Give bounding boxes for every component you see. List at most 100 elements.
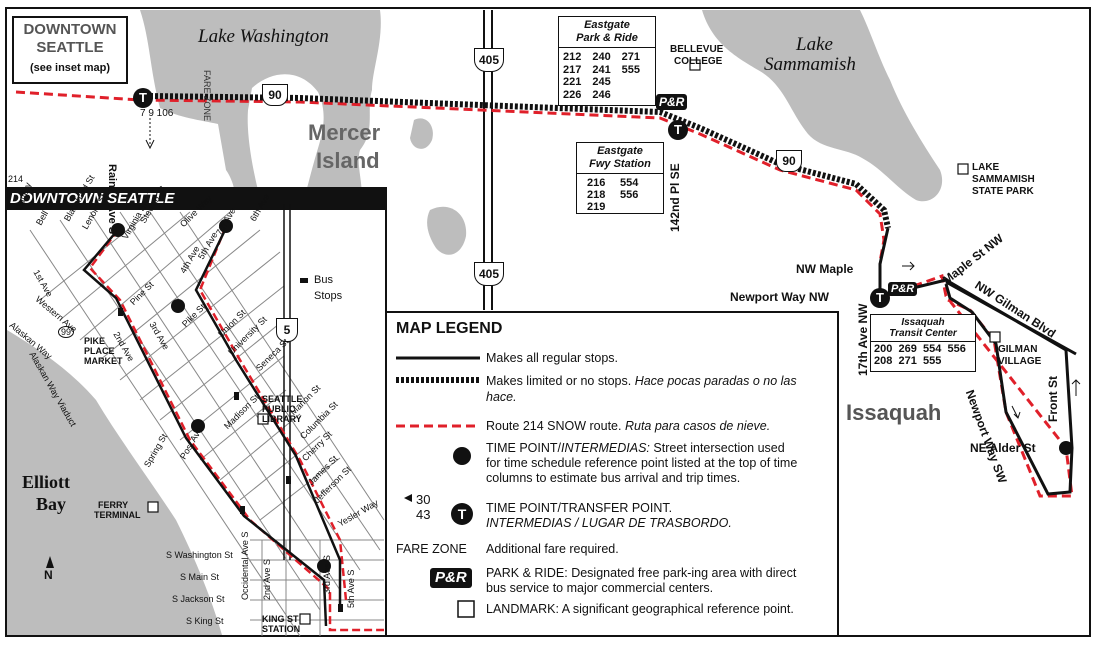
legend-pr-2: bus service to major commercial centers. <box>486 581 714 595</box>
route-number: 240 <box>592 51 611 63</box>
route-number <box>622 89 651 102</box>
transit-icon-eastgate: T <box>668 120 688 140</box>
pr-badge-issaquah: P&R <box>888 282 918 296</box>
legend-tp-label: TIME POINT/ <box>486 441 561 455</box>
legend-landmark: LANDMARK: A significant geographical ref… <box>486 602 794 616</box>
ferry-1: FERRY <box>98 500 129 510</box>
legend-tt-1: TIME POINT/TRANSFER POINT. <box>486 501 673 515</box>
legend-fare-label: FARE ZONE <box>396 542 467 556</box>
inset-street-label: S Washington St <box>166 550 233 560</box>
rainier-transfer-routes: 7 9 106 <box>140 108 174 119</box>
lake-samm-sp-2: SAMMAMISH <box>972 174 1035 185</box>
gilman-village-1: GILMAN <box>998 344 1038 355</box>
pike-place-2: PLACE <box>84 346 115 356</box>
issaquah-label: Issaquah <box>846 400 942 425</box>
limited-stops-route <box>149 93 891 229</box>
route-number: 554 <box>923 343 942 355</box>
route-number: 217 <box>563 63 582 76</box>
lake-sammamish-label-2: Sammamish <box>764 54 856 75</box>
route-number: 219 <box>587 201 606 213</box>
legend-tp-desc: Street intersection used <box>653 441 785 455</box>
legend-tp-1: TIME POINT/INTERMEDIAS: Street intersect… <box>486 441 785 456</box>
lake-samm-sp-1: LAKE <box>972 162 1000 173</box>
legend-snow: Route 214 SNOW route. Ruta para casos de… <box>486 419 770 434</box>
gilman-village-2: VILLAGE <box>998 356 1042 367</box>
timepoint-inset-2 <box>219 219 233 233</box>
kingst-1: KING ST <box>262 614 299 624</box>
mercer-island-label-2: Island <box>316 148 380 173</box>
landmarks <box>147 59 1001 625</box>
lake-samm-sp-3: STATE PARK <box>972 186 1034 197</box>
route-number <box>948 355 973 367</box>
inset-street-label: 5th Ave S <box>346 569 356 608</box>
legend-tp-3: columns to estimate bus arrival and trip… <box>486 471 741 485</box>
route-number: 271 <box>621 51 641 63</box>
route-number: 218 <box>587 189 606 201</box>
fare-zone-vertical: FARE ZONE <box>202 70 212 122</box>
route-number: 554 <box>620 177 639 189</box>
newport-way-nw-label: Newport Way NW <box>730 290 829 304</box>
route-number <box>620 201 653 213</box>
issaquah-tc-title-2: Transit Center <box>889 328 957 339</box>
inset-snow-route <box>88 225 384 632</box>
eastgate-fwy-title-2: Fwy Station <box>589 158 651 170</box>
inset-title-bar <box>6 188 386 210</box>
ne-alder-label: NE Alder St <box>970 441 1036 455</box>
eastgate-fwy-title-1: Eastgate <box>597 145 643 157</box>
legend-pr-1: PARK & RIDE: Designated free park-ing ar… <box>486 566 797 580</box>
route-number: 556 <box>620 189 639 201</box>
eastgate-pr-title-1: Eastgate <box>584 19 630 31</box>
lake-washington-label: Lake Washington <box>198 26 329 47</box>
legend-regular: Makes all regular stops. <box>486 351 619 365</box>
downtown-title-1: DOWNTOWN <box>23 21 117 38</box>
i5-shield: 5 <box>276 318 298 342</box>
route-number: 241 <box>592 63 611 76</box>
legend-snow-es: Ruta para casos de nieve. <box>624 419 771 433</box>
inset-title: DOWNTOWN SEATTLE <box>10 190 175 207</box>
timepoint-inset-1 <box>111 223 125 237</box>
pr-badge-legend: P&R <box>430 568 472 588</box>
i90-shield-west: 90 <box>262 84 288 106</box>
ferry-2: TERMINAL <box>94 510 141 520</box>
issaquah-tc-title-1: Issaquah <box>901 317 945 328</box>
small-lake <box>427 206 467 255</box>
eastgate-pr-title-2: Park & Ride <box>576 32 638 44</box>
route-number <box>622 76 651 89</box>
mercer-island-label-1: Mercer <box>308 120 381 145</box>
legend-fare-text: Additional fare required. <box>486 542 619 556</box>
bellevue-college-2: COLLEGE <box>674 56 723 67</box>
transit-icon-issaquah: T <box>870 288 890 308</box>
route-number: 226 <box>563 88 582 101</box>
library-3: LIBRARY <box>262 414 302 424</box>
route-number: 200 <box>874 343 893 355</box>
inset-street-label: S King St <box>186 616 224 626</box>
142nd-pl-se-label: 142nd Pl SE <box>668 163 682 232</box>
downtown-title-2: SEATTLE <box>36 39 104 56</box>
bellevue-college-1: BELLEVUE <box>670 44 724 55</box>
legend-limited-text: Makes limited or no stops. <box>486 374 632 388</box>
route-number: 556 <box>947 343 966 355</box>
timepoint-inset-5 <box>317 559 331 573</box>
elliott-bay-label-1: Elliott <box>22 472 70 492</box>
pike-place-3: MARKET <box>84 356 123 366</box>
library-1: SEATTLE <box>262 394 303 404</box>
inset-street-label: 2nd Ave S <box>262 559 272 600</box>
transit-icon-legend: T <box>451 503 473 525</box>
kingst-2: STATION <box>262 624 301 634</box>
legend-tt-2: INTERMEDIAS / LUGAR DE TRASBORDO. <box>486 516 732 530</box>
inset-street-label: S Main St <box>180 572 220 582</box>
legend-snow-text: Route 214 SNOW route. <box>486 419 622 433</box>
small-lake-2 <box>410 118 433 149</box>
17th-ave-nw-label: 17th Ave NW <box>856 303 870 376</box>
regular-route-gilman <box>945 280 1077 356</box>
legend-routes-2: 43 <box>416 507 431 522</box>
route-number: 555 <box>923 355 942 367</box>
downtown-note: (see inset map) <box>29 62 111 74</box>
north-label: N <box>44 568 53 582</box>
